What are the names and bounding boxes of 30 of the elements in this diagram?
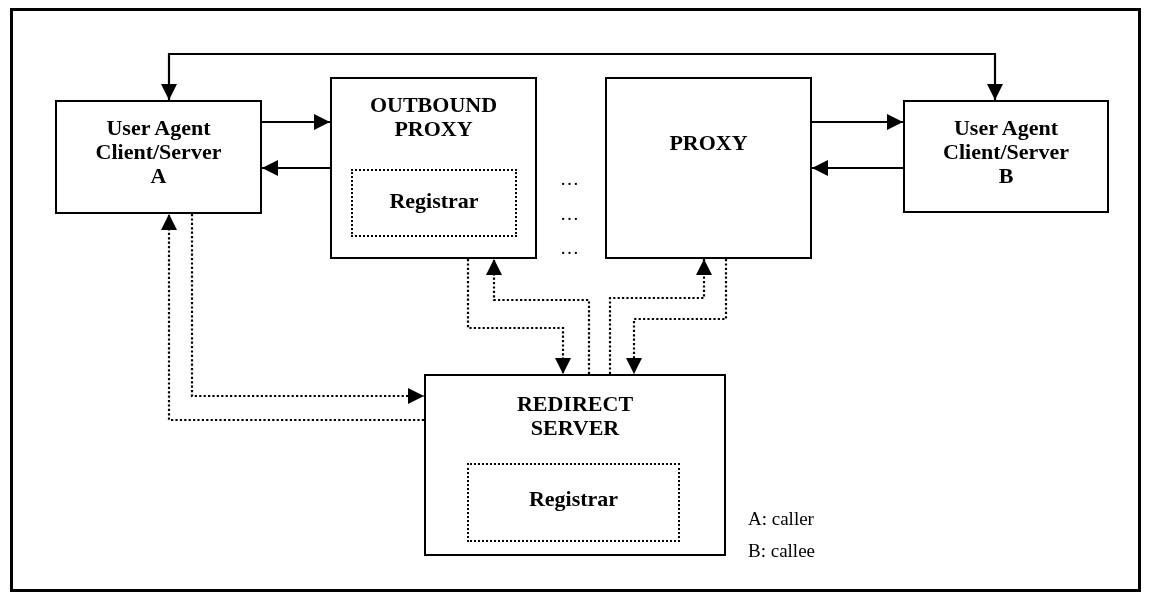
dotted-arrow: [466, 259, 571, 374]
arrow: [161, 52, 1003, 100]
arrow: [812, 160, 903, 176]
registrar-box: [351, 169, 517, 237]
note-text: B: callee: [748, 540, 815, 562]
dotted-arrow: [608, 259, 712, 374]
ellipsis-mark: …: [560, 203, 579, 225]
user-agent-box: [903, 100, 1109, 213]
box-label: Registrar: [388, 189, 480, 214]
ellipsis-mark: …: [560, 168, 579, 190]
proxy-box: [330, 77, 537, 259]
ellipsis-mark: …: [560, 237, 579, 259]
box-label: User Agent Client/Server A: [94, 116, 223, 189]
user-agent-box: [55, 100, 262, 214]
box-label: Registrar: [527, 487, 620, 512]
dotted-arrow: [486, 259, 591, 374]
box-label: OUTBOUND PROXY: [368, 93, 499, 142]
note-text: A: caller: [748, 508, 814, 530]
proxy-box: [605, 77, 812, 259]
dotted-arrow: [190, 214, 424, 404]
dotted-arrow: [161, 214, 424, 422]
box-label: PROXY: [668, 131, 749, 156]
dotted-arrow: [626, 259, 728, 374]
arrow: [812, 114, 903, 130]
server-box: [424, 374, 726, 556]
arrow: [262, 114, 330, 130]
registrar-box: [467, 463, 680, 542]
arrow: [262, 160, 330, 176]
box-label: User Agent Client/Server B: [942, 116, 1070, 189]
box-label: REDIRECT SERVER: [515, 392, 635, 441]
